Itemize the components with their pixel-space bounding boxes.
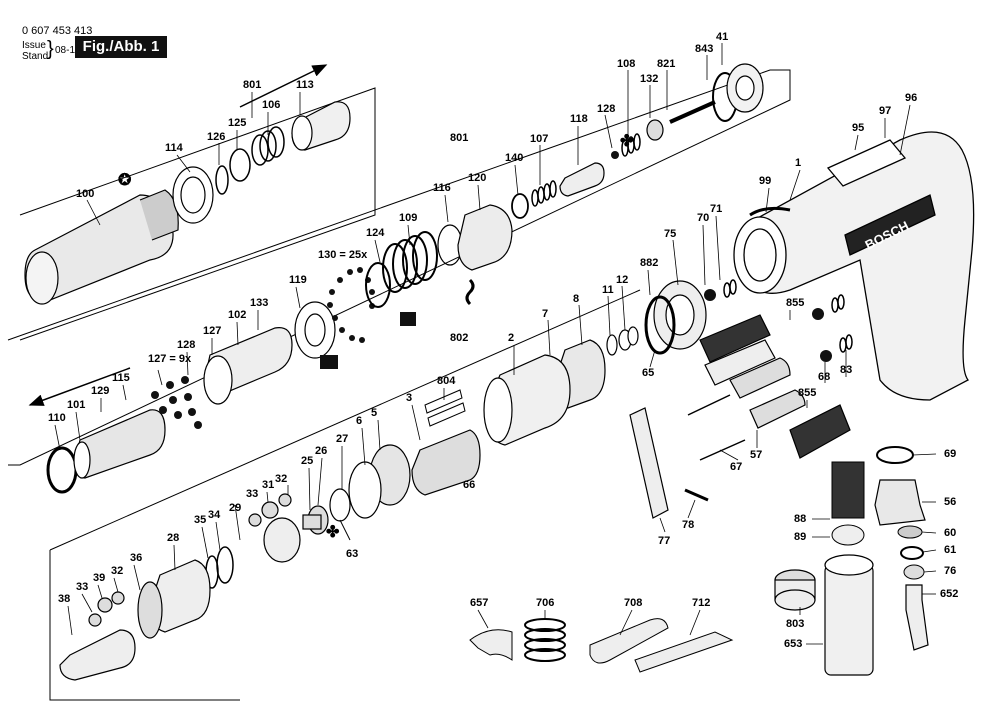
part-3-rotor: [411, 429, 481, 496]
part-110-oring: [46, 446, 78, 494]
part-76-nut: [903, 564, 925, 580]
part-118-valve: [559, 162, 605, 197]
part-124-spring: [365, 231, 438, 308]
part-26-25-gear: [302, 505, 329, 535]
part-119-ring: [294, 301, 336, 359]
part-708-wrench: [589, 618, 669, 664]
part-67-rods: [687, 394, 746, 461]
part-36-gear: [137, 581, 163, 639]
part-706-spring: [524, 618, 566, 662]
part-springs-right: [723, 279, 853, 353]
stand-label: Stand: [22, 51, 49, 62]
figure-label: Fig./Abb. 1: [75, 36, 167, 58]
part-60-washer: [897, 525, 923, 539]
part-126-125-106-rings: [215, 126, 285, 195]
part-27-washer: [329, 488, 351, 522]
part-33-31-32-gears: [248, 493, 292, 527]
part-number: 0 607 453 413: [22, 25, 93, 37]
part-2-cylinder: [483, 354, 571, 446]
part-63-pin: [339, 519, 351, 541]
part-128-ball: [611, 151, 619, 159]
panel-lines: [7, 69, 791, 701]
part-77-handle-plate: [629, 407, 669, 519]
part-89-cap: [831, 524, 865, 546]
part-78-pin: [684, 488, 709, 502]
part-balls: [151, 376, 202, 429]
part-114-ring: [172, 166, 214, 224]
part-712-hexkey: [634, 631, 734, 673]
part-69-oring: [876, 446, 914, 464]
part-12-11-washers: [606, 326, 639, 356]
part-120-nut: [457, 204, 513, 271]
issue-label: Issue: [22, 40, 46, 51]
part-107-spring: [531, 180, 557, 207]
part-652-nipple: [905, 584, 929, 651]
part-61-washer: [900, 546, 924, 560]
arrow-left: [28, 367, 131, 406]
part-821-pin: [669, 100, 716, 124]
part-29-carrier: [263, 517, 301, 563]
part-882-oring: [644, 295, 676, 355]
leader-lines: [54, 43, 937, 645]
part-clip-2: [400, 312, 416, 326]
part-88-block: [831, 461, 865, 519]
part-804-vanes: [424, 389, 466, 427]
part-56-fitting: [874, 479, 926, 526]
part-102-clutch: [203, 327, 293, 405]
arrow-top: [239, 64, 328, 108]
part-75-bearing: [653, 280, 707, 350]
part-113-sleeve: [291, 101, 351, 151]
part-657-clip: [469, 629, 513, 661]
part-39-32-33-gears: [88, 591, 125, 627]
part-108-spring: [621, 133, 641, 157]
tool-body: [733, 131, 975, 401]
part-valve-assembly: [699, 314, 851, 459]
date: 08-11-07: [55, 45, 94, 56]
part-41-bearing: [726, 63, 764, 113]
part-5-6-endplates: [348, 444, 411, 519]
part-132-cap: [646, 119, 664, 141]
part-squiggle: [465, 278, 475, 306]
part-balls-right: [704, 289, 832, 362]
part-653-muffler: [824, 554, 874, 676]
part-803-cap: [774, 569, 816, 611]
part-100-housing: [24, 189, 179, 305]
brace: }: [47, 38, 54, 60]
part-38-spindle: [59, 629, 136, 681]
part-clip: [320, 355, 338, 369]
part-101-spindle: [73, 409, 166, 479]
part-140-oring: [511, 193, 529, 219]
part-130-balls: [327, 267, 375, 343]
